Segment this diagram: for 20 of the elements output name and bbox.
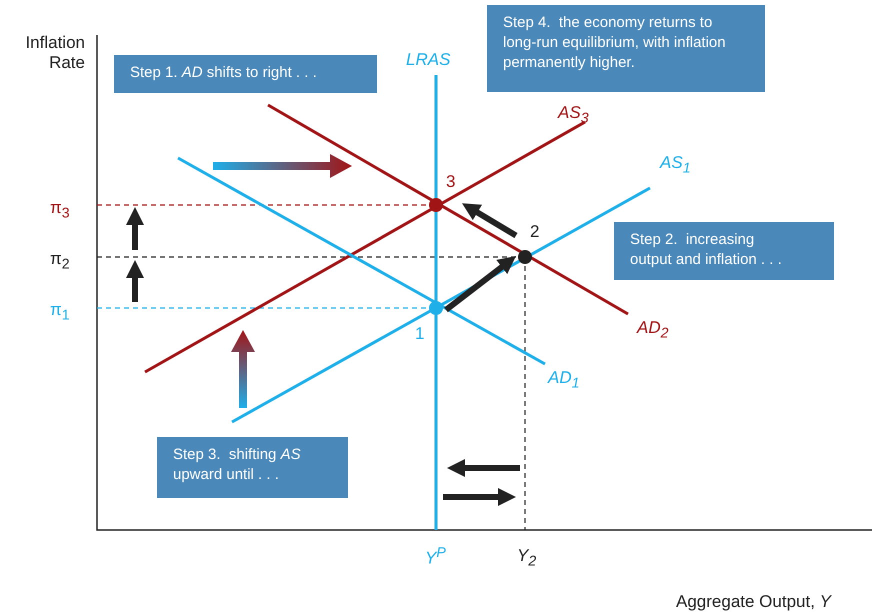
equilibrium-point: 3 (426, 170, 462, 215)
axis-value-label: Y$^{P}$ (425, 544, 446, 569)
curve-label: AS$_{1}$ (660, 153, 691, 178)
axis-value-label: π$_{2}$ (50, 249, 70, 274)
arrow (444, 256, 516, 312)
curve-label: LRAS (406, 50, 450, 70)
step-callout: Step 2. increasing output and inflation . . . (614, 222, 834, 280)
axis-value-label: π$_{1}$ (50, 300, 70, 326)
step-callout: Step 4. the economy returns to long-run equilibrium, with inflation permanently higher. (487, 5, 765, 92)
equilibrium-point: 2 (516, 222, 546, 267)
axis-title: Inflation Rate (24, 33, 85, 73)
axis-value-label: Y$_{2}$ (517, 546, 536, 572)
axis-title: Aggregate Output, Y (676, 592, 831, 612)
arrow (462, 203, 518, 238)
curve-label: AD$_{2}$ (637, 318, 668, 344)
step-callout: Step 3. shifting AS upward until . . . (157, 437, 348, 498)
axis-value-label: π$_{3}$ (50, 198, 70, 224)
curve-label: AD$_{1}$ (548, 368, 580, 394)
step-callout: Step 1. AD shifts to right . . . (114, 55, 377, 93)
equilibrium-point: 1 (412, 298, 446, 348)
